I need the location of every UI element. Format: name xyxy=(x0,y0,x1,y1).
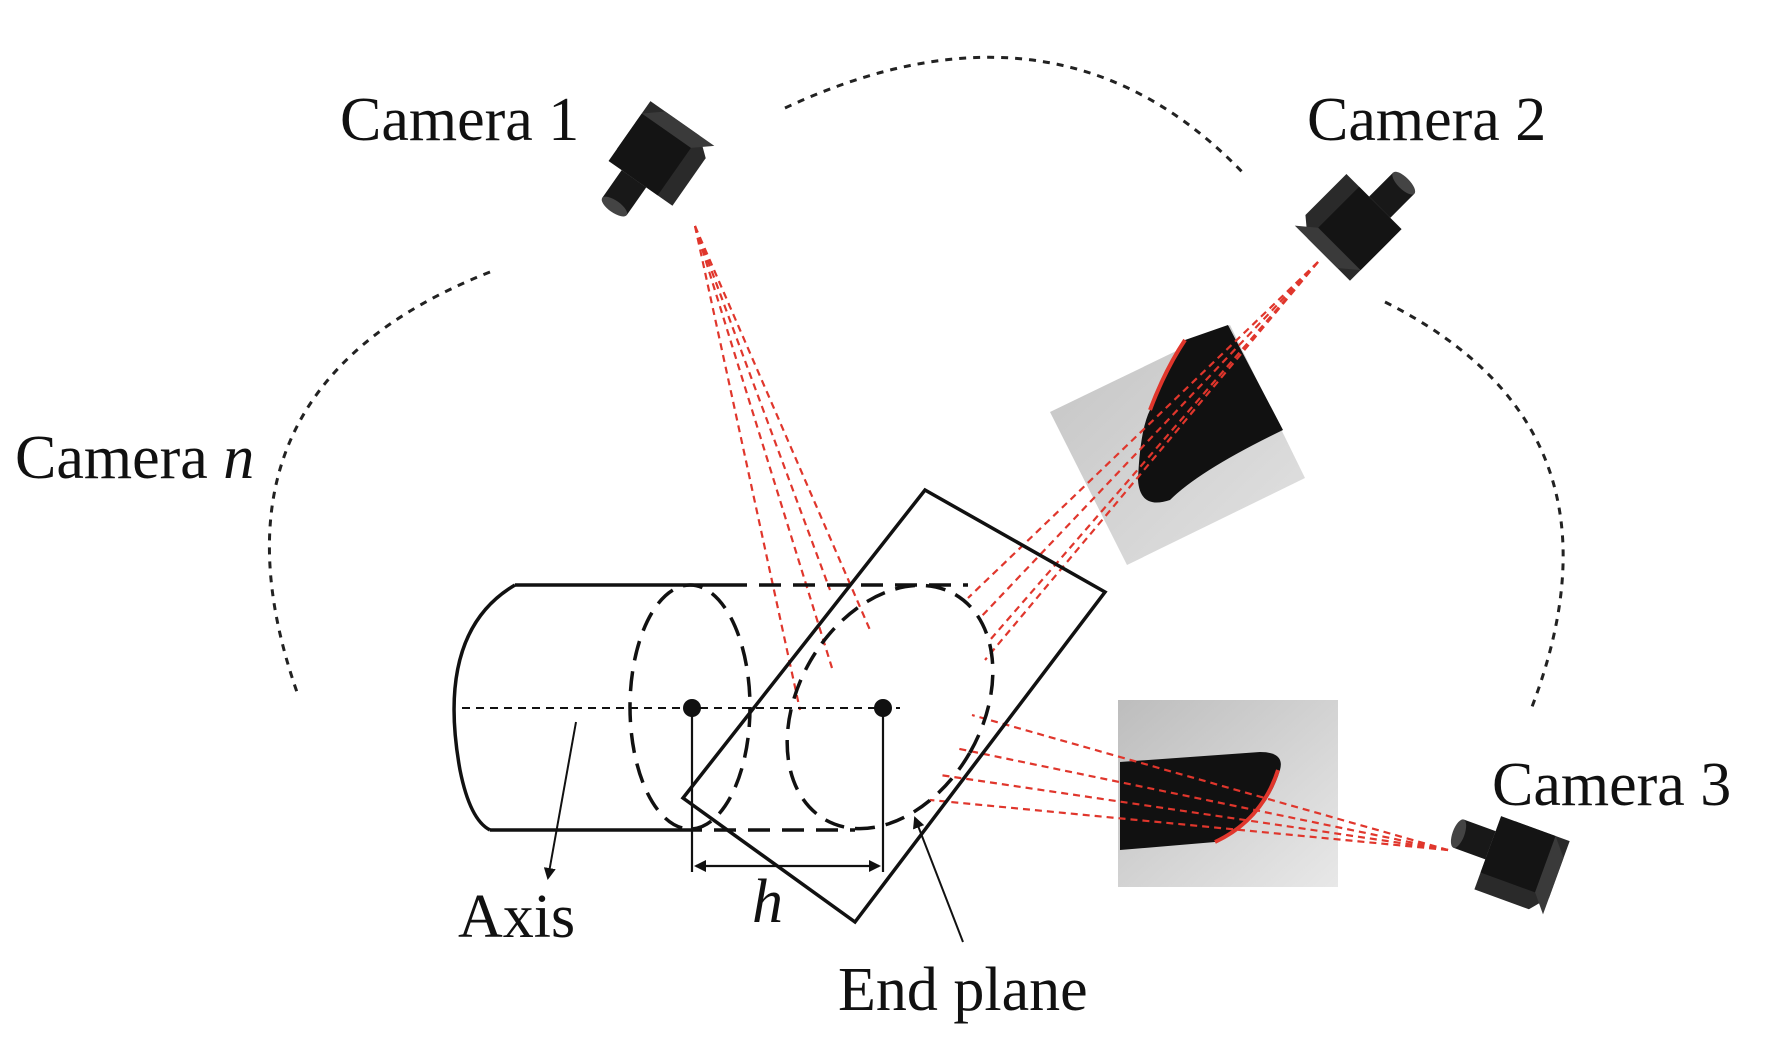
camera-2-image-inset xyxy=(1050,325,1305,565)
camera-2-label: Camera 2 xyxy=(1307,86,1546,154)
camera-n-prefix: Camera xyxy=(15,424,223,492)
end-plane-ellipse xyxy=(785,583,995,831)
camera-n-variable: n xyxy=(223,424,254,492)
ray-cam2-b xyxy=(979,261,1319,619)
axis-label: Axis xyxy=(458,883,575,951)
center-point-2 xyxy=(874,699,892,717)
camera-arcs xyxy=(268,55,1565,713)
camera-1-icon xyxy=(601,101,715,217)
arc-right xyxy=(1384,300,1565,713)
center-point-1 xyxy=(683,699,701,717)
camera-n-label: Camera n xyxy=(15,424,254,492)
camera-3-image-inset xyxy=(1118,700,1338,887)
camera-rays xyxy=(693,225,1449,852)
camera-1-label: Camera 1 xyxy=(340,86,579,154)
photo-edge-3 xyxy=(1214,769,1280,844)
height-dimension xyxy=(683,699,892,872)
ray-cam3-d xyxy=(929,798,1449,852)
ray-cam1-b xyxy=(693,225,834,669)
end-plane-label: End plane xyxy=(838,956,1088,1024)
camera-3-icon xyxy=(1450,816,1570,915)
ray-cam1-c xyxy=(693,225,872,631)
photo-rod-2 xyxy=(1138,325,1283,503)
end-plane-rectangle xyxy=(680,487,1108,925)
end-plane-pointer-arrow xyxy=(913,816,964,943)
camera-3-label: Camera 3 xyxy=(1492,751,1731,819)
ray-cam1-d xyxy=(693,225,832,591)
ray-cam2-d xyxy=(984,261,1319,661)
arc-top xyxy=(784,55,1247,177)
arc-left xyxy=(268,270,491,696)
ray-cam2-a xyxy=(967,261,1319,599)
photo-edge-2 xyxy=(1148,338,1187,411)
ray-cam3-a xyxy=(971,713,1449,852)
axis-pointer-arrow xyxy=(543,721,577,880)
ray-cam1-a xyxy=(693,225,802,711)
camera-2-icon xyxy=(1294,171,1416,281)
height-label: h xyxy=(752,868,783,936)
ray-cam3-c xyxy=(939,773,1449,852)
cylinder-left-end xyxy=(452,583,516,832)
